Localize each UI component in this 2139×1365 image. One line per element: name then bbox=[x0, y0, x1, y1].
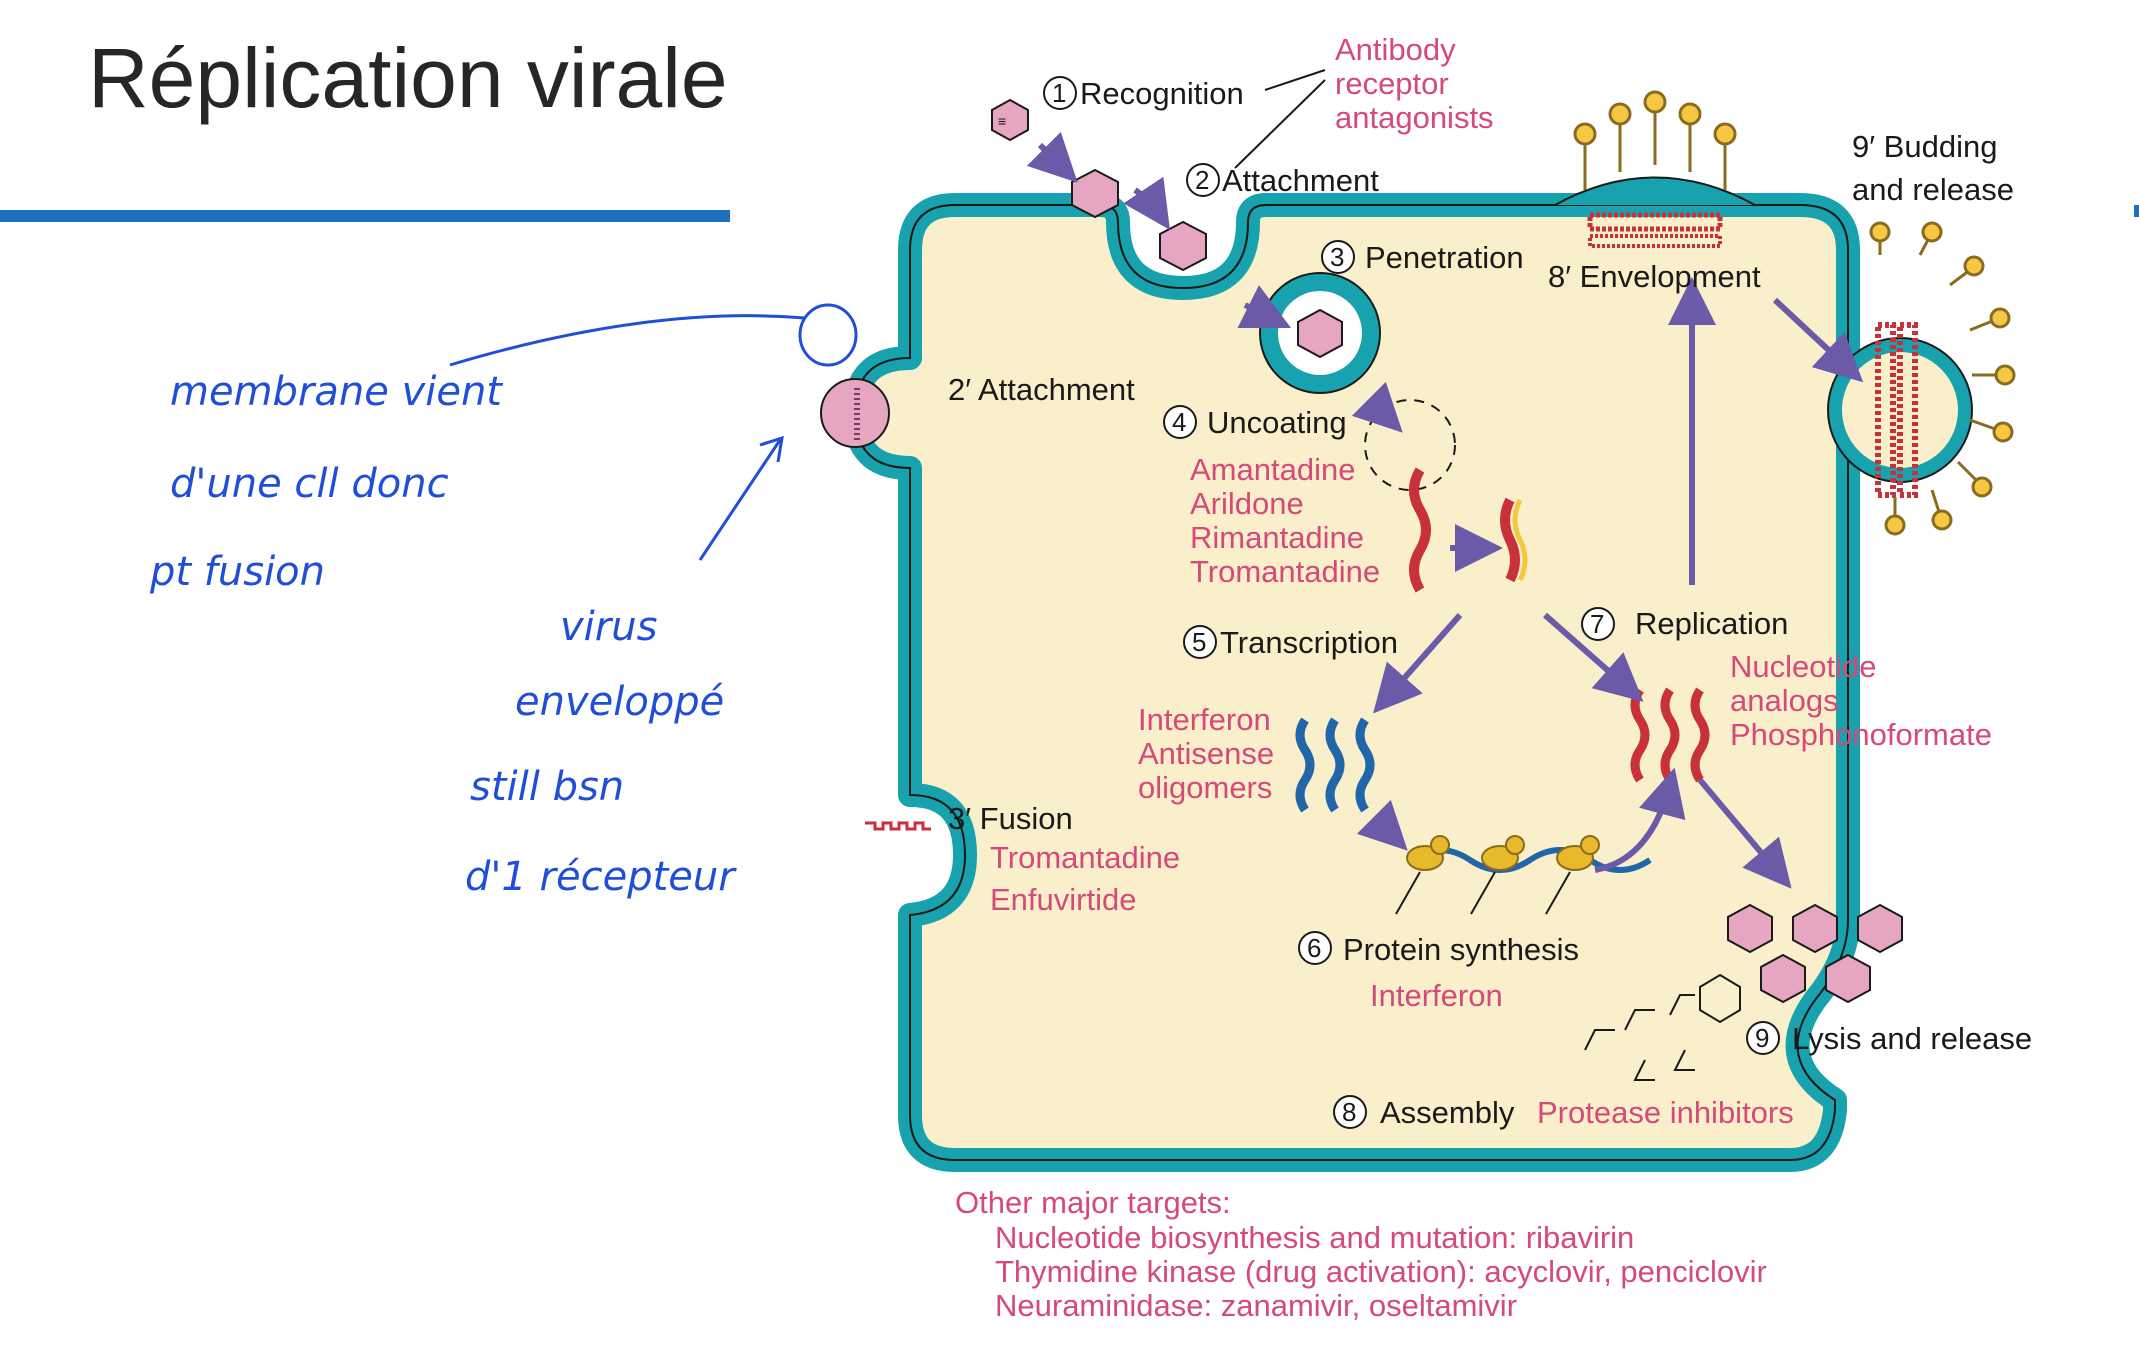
drug-assembly: Protease inhibitors bbox=[1537, 1095, 1794, 1130]
drugs-antibody: Antibody receptor antagonists bbox=[1335, 32, 1494, 135]
drug-protein-synthesis: Interferon bbox=[1370, 978, 1503, 1013]
svg-text:enveloppé: enveloppé bbox=[515, 679, 724, 725]
step-assembly: 8 Assembly bbox=[1333, 1095, 1515, 1130]
step-9prime-release: and release bbox=[1852, 172, 2014, 207]
edge-accent-mark bbox=[2134, 205, 2139, 217]
drugs-transcription: Interferon Antisense oligomers bbox=[1138, 702, 1274, 805]
svg-text:Penetration: Penetration bbox=[1365, 240, 1524, 275]
step-3prime-fusion: 3′ Fusion bbox=[948, 801, 1073, 836]
svg-text:Arildone: Arildone bbox=[1190, 486, 1304, 521]
svg-text:virus: virus bbox=[560, 604, 657, 650]
svg-text:6: 6 bbox=[1307, 933, 1321, 963]
svg-text:1: 1 bbox=[1052, 78, 1066, 108]
svg-text:d'1 récepteur: d'1 récepteur bbox=[465, 854, 737, 900]
other-targets: Other major targets: Nucleotide biosynth… bbox=[955, 1185, 1767, 1323]
svg-text:Thymidine kinase (drug activat: Thymidine kinase (drug activation): acyc… bbox=[995, 1254, 1767, 1289]
svg-text:Replication: Replication bbox=[1635, 606, 1788, 641]
virus-particle: ≡ bbox=[991, 98, 1029, 142]
svg-text:analogs: analogs bbox=[1730, 683, 1839, 718]
svg-text:7: 7 bbox=[1590, 609, 1604, 639]
step-lysis-release: 9 Lysis and release bbox=[1746, 1021, 2032, 1056]
handwritten-strokes bbox=[449, 303, 858, 561]
svg-text:4: 4 bbox=[1172, 407, 1186, 437]
drugs-replication: Nucleotide analogs Phosphonoformate bbox=[1730, 649, 1992, 752]
svg-text:≡: ≡ bbox=[998, 113, 1006, 129]
svg-text:still bsn: still bsn bbox=[470, 764, 624, 810]
step-replication: 7 Replication bbox=[1581, 606, 1788, 641]
svg-text:Enfuvirtide: Enfuvirtide bbox=[990, 882, 1136, 917]
svg-text:Phosphonoformate: Phosphonoformate bbox=[1730, 717, 1992, 752]
step-penetration: 3 Penetration bbox=[1321, 240, 1524, 275]
svg-text:membrane vient: membrane vient bbox=[170, 369, 503, 415]
step-transcription: 5 Transcription bbox=[1183, 625, 1398, 660]
svg-text:Protein synthesis: Protein synthesis bbox=[1343, 932, 1579, 967]
handwritten-notes: membrane vient d'une cll donc pt fusion … bbox=[149, 369, 737, 900]
svg-text:2: 2 bbox=[1195, 165, 1209, 195]
step-attachment: 2 Attachment bbox=[1186, 163, 1379, 198]
title-underline bbox=[0, 210, 730, 222]
drugs-fusion: Tromantadine Enfuvirtide bbox=[990, 840, 1180, 917]
svg-text:Tromantadine: Tromantadine bbox=[990, 840, 1180, 875]
step-9prime-budding: 9′ Budding bbox=[1852, 129, 1997, 164]
svg-text:9: 9 bbox=[1755, 1023, 1769, 1053]
svg-text:Nucleotide biosynthesis and mu: Nucleotide biosynthesis and mutation: ri… bbox=[995, 1220, 1634, 1255]
svg-text:Amantadine: Amantadine bbox=[1190, 452, 1355, 487]
svg-text:Neuraminidase: zanamivir, osel: Neuraminidase: zanamivir, oseltamivir bbox=[995, 1288, 1517, 1323]
svg-text:Assembly: Assembly bbox=[1380, 1095, 1515, 1130]
svg-text:Nucleotide: Nucleotide bbox=[1730, 649, 1876, 684]
svg-text:Attachment: Attachment bbox=[1222, 163, 1379, 198]
step-protein-synthesis: 6 Protein synthesis bbox=[1298, 931, 1579, 967]
svg-text:d'une cll donc: d'une cll donc bbox=[170, 461, 449, 507]
svg-text:pt fusion: pt fusion bbox=[149, 549, 325, 595]
svg-text:5: 5 bbox=[1192, 627, 1206, 657]
svg-text:Antibody: Antibody bbox=[1335, 32, 1456, 67]
step-recognition: 1 Recognition bbox=[1043, 76, 1244, 111]
svg-text:8: 8 bbox=[1342, 1097, 1356, 1127]
svg-text:receptor: receptor bbox=[1335, 66, 1449, 101]
svg-text:Transcription: Transcription bbox=[1220, 625, 1398, 660]
svg-text:antagonists: antagonists bbox=[1335, 100, 1494, 135]
svg-text:Other major targets:: Other major targets: bbox=[955, 1185, 1231, 1220]
svg-text:Rimantadine: Rimantadine bbox=[1190, 520, 1364, 555]
svg-text:Uncoating: Uncoating bbox=[1207, 405, 1347, 440]
svg-text:Recognition: Recognition bbox=[1080, 76, 1244, 111]
page-title: Réplication virale bbox=[88, 31, 728, 125]
svg-text:3: 3 bbox=[1330, 242, 1344, 272]
step-8prime-envelopment: 8′ Envelopment bbox=[1548, 259, 1761, 294]
svg-text:Tromantadine: Tromantadine bbox=[1190, 554, 1380, 589]
virus-particle bbox=[1159, 220, 1207, 272]
drugs-uncoating: Amantadine Arildone Rimantadine Tromanta… bbox=[1190, 452, 1380, 589]
svg-text:Antisense: Antisense bbox=[1138, 736, 1274, 771]
step-uncoating: 4 Uncoating bbox=[1163, 405, 1347, 440]
svg-text:Interferon: Interferon bbox=[1138, 702, 1271, 737]
svg-text:Lysis and release: Lysis and release bbox=[1792, 1021, 2032, 1056]
step-2prime-attachment: 2′ Attachment bbox=[948, 372, 1135, 407]
svg-text:oligomers: oligomers bbox=[1138, 770, 1272, 805]
